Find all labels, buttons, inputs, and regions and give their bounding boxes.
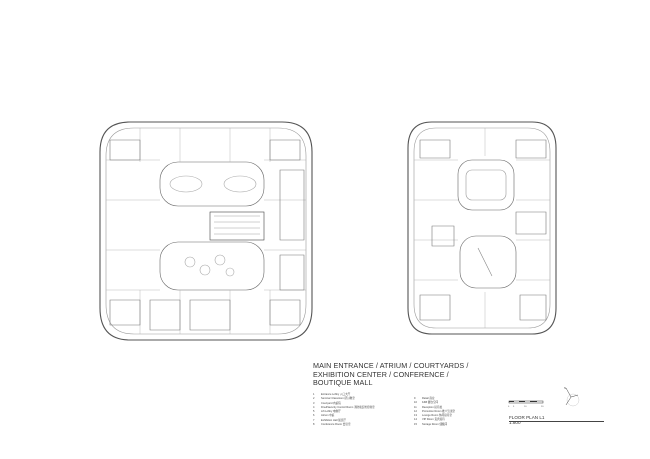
left-floor-plan <box>99 121 313 341</box>
courtyard-south <box>159 241 265 291</box>
courtyard-north <box>159 161 265 207</box>
scale-tick-label: 0 <box>508 406 510 408</box>
scale-bar <box>508 400 544 404</box>
drawing-title: MAIN ENTRANCE / ATRIUM / COURTYARDS / EX… <box>313 361 469 388</box>
scale-tick-label: 5 <box>513 406 515 408</box>
atrium-south <box>459 235 517 289</box>
right-floor-plan <box>407 121 557 335</box>
floor-plan-name: FLOOR PLAN L1 <box>509 415 545 420</box>
north-label: N <box>564 386 567 390</box>
atrium-north <box>457 159 515 211</box>
title-underline <box>509 421 604 422</box>
scale-tick-label: 20 <box>541 406 544 408</box>
scale-tick-label: 10 <box>524 406 527 408</box>
drawing-scale: 1:800 <box>509 420 521 426</box>
sheet-title: FLOOR PLAN L1 1:800 <box>509 415 545 426</box>
north-arrow-icon <box>565 387 580 407</box>
